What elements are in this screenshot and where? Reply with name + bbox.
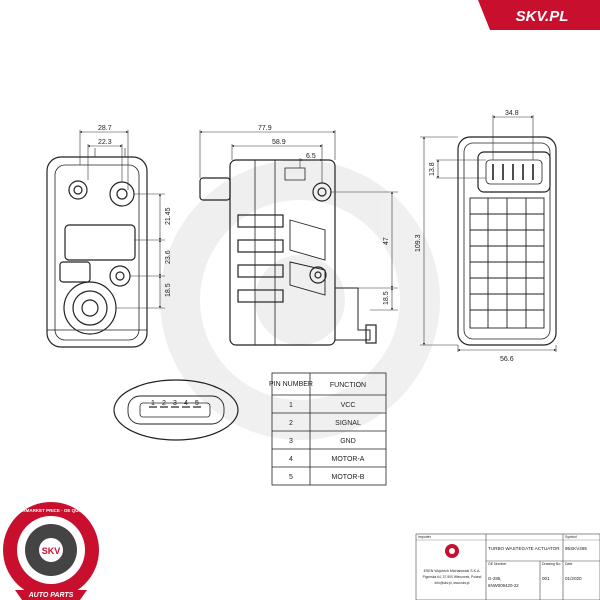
- dim-6-5: 6.5: [306, 153, 316, 160]
- connector-pin-1: 1: [151, 400, 155, 407]
- pin-table-row-1-pin: 1: [289, 402, 293, 409]
- dim-47: 47: [383, 237, 390, 245]
- tb-symbol-value: 95SKV485: [565, 546, 587, 551]
- tb-symbol-label: Symbol: [565, 535, 577, 539]
- pin-table: [271, 372, 387, 486]
- side-view-dimensions: [199, 130, 398, 311]
- dim-23-6: 23.6: [165, 250, 172, 264]
- top-view: [457, 136, 557, 346]
- top-view-dimensions: [420, 115, 557, 352]
- pin-table-header-function: FUNCTION: [330, 382, 366, 389]
- dim-18-5-a: 18.5: [165, 283, 172, 297]
- side-view: [199, 159, 377, 346]
- skv-badge-center: SKV: [42, 546, 61, 556]
- brand-logo: SKV.PL: [478, 0, 600, 30]
- tb-importer-label: Importer: [418, 535, 432, 539]
- connector-pin-5: 5: [195, 400, 199, 407]
- title-block: [415, 533, 600, 600]
- connector-pin-2: 2: [162, 400, 166, 407]
- tb-company-contact: info@skv.pl, www.skv.pl: [435, 581, 470, 585]
- connector-pin-4: 4: [184, 400, 188, 407]
- esen-logo-icon: [445, 544, 459, 558]
- front-view-dimensions: [79, 130, 165, 309]
- tb-oe-label: OE Number: [488, 562, 507, 566]
- pin-table-row-4-pin: 4: [289, 456, 293, 463]
- connector-detail: [113, 379, 239, 441]
- dim-18-5-b: 18.5: [383, 291, 390, 305]
- pin-table-row-3-function: GND: [340, 438, 356, 445]
- dim-34-8: 34.8: [505, 110, 519, 117]
- dim-28-7: 28.7: [98, 125, 112, 132]
- pin-table-row-5-function: MOTOR-B: [332, 474, 365, 481]
- pin-table-row-4-function: MOTOR-A: [332, 456, 365, 463]
- tb-drawing-no-label: Drawing No.: [542, 562, 561, 566]
- dim-109-3: 109.3: [415, 234, 422, 252]
- pin-table-row-3-pin: 3: [289, 438, 293, 445]
- skv-badge-icon: [3, 502, 99, 600]
- pin-table-row-5-pin: 5: [289, 474, 293, 481]
- tb-date-label: Date: [565, 562, 572, 566]
- skv-badge-ring: AFTERMARKET PRICE · OE QUALITY: [11, 508, 92, 513]
- skv-badge-bottom: AUTO PARTS: [28, 592, 74, 599]
- tb-company-name: ESEN Wojciech Michalowski S.K.A.: [424, 569, 481, 573]
- dim-22-3: 22.3: [98, 139, 112, 146]
- svg-text:SKV.PL: SKV.PL: [516, 8, 569, 25]
- tb-oe-value-2: 6NW009420-22: [488, 583, 519, 588]
- tb-product-name: TURBO WASTEGATE ACTUATOR: [488, 546, 560, 551]
- pin-table-row-2-function: SIGNAL: [335, 420, 361, 427]
- front-view: [46, 148, 148, 348]
- tb-drawing-no-value: 001: [542, 576, 550, 581]
- pin-table-row-2-pin: 2: [289, 420, 293, 427]
- dim-58-9: 58.9: [272, 139, 286, 146]
- tb-date-value: 01/2020: [565, 576, 582, 581]
- top-view-grid: [469, 197, 545, 329]
- pin-table-header-pin: PIN NUMBER: [269, 381, 313, 388]
- dim-77-9: 77.9: [258, 125, 272, 132]
- dim-56-6: 56.6: [500, 356, 514, 363]
- dim-13-8: 13.8: [429, 162, 436, 176]
- tb-oe-value-1: G-285,: [488, 576, 501, 581]
- dim-21-45: 21.45: [165, 207, 172, 225]
- tb-company-address: Pigońska 64, 37-900 Wieczorek, Poland: [423, 575, 482, 579]
- connector-pin-3: 3: [173, 400, 177, 407]
- pin-table-row-1-function: VCC: [341, 402, 356, 409]
